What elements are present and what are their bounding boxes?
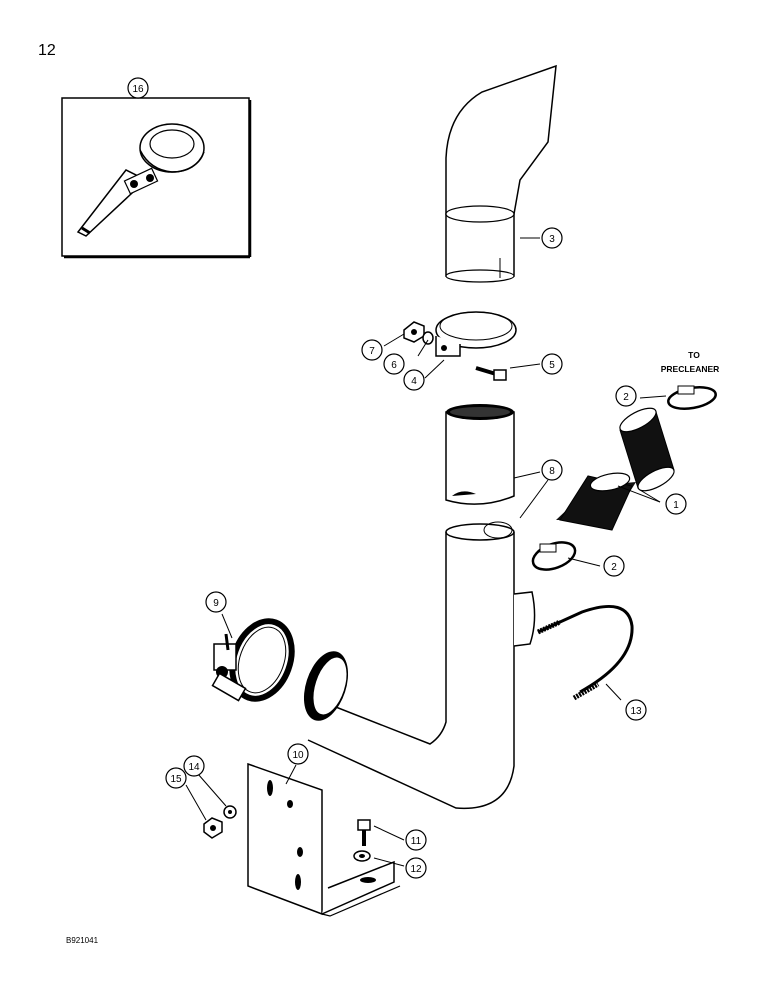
- v-band-clamp: [211, 618, 295, 702]
- upper-pipe-section: [445, 404, 515, 505]
- callout-14: 14: [183, 755, 205, 777]
- exhaust-stack-elbow: [445, 64, 557, 283]
- svg-text:14: 14: [188, 762, 200, 773]
- svg-text:1: 1: [673, 500, 679, 511]
- svg-text:5: 5: [549, 360, 555, 371]
- callout-4: 4: [403, 369, 425, 391]
- callout-9: 9: [205, 591, 227, 613]
- callout-1: 1: [665, 493, 687, 515]
- callout-10: 10: [287, 743, 309, 765]
- callout-15: 15: [165, 767, 187, 789]
- svg-text:4: 4: [411, 376, 417, 387]
- svg-text:10: 10: [292, 750, 304, 761]
- figure-code: B921041: [66, 936, 99, 945]
- inset-box-part-16: [61, 88, 252, 259]
- svg-text:9: 9: [213, 598, 219, 609]
- callout-16: 16: [127, 77, 149, 99]
- bracket-bolt-and-washer: [353, 819, 371, 862]
- svg-text:2: 2: [611, 562, 617, 573]
- svg-text:7: 7: [369, 346, 375, 357]
- callout-6: 6: [383, 353, 405, 375]
- svg-text:6: 6: [391, 360, 397, 371]
- callout-11: 11: [405, 829, 427, 851]
- callout-7: 7: [361, 339, 383, 361]
- mounting-bracket: [247, 762, 401, 917]
- rain-cap-icon: [76, 123, 205, 237]
- hoses: [556, 407, 675, 531]
- svg-text:8: 8: [549, 466, 555, 477]
- callout-12: 12: [405, 857, 427, 879]
- svg-text:2: 2: [623, 392, 629, 403]
- band-clamp: [435, 311, 517, 357]
- callout-2b: 2: [603, 555, 625, 577]
- callout-3: 3: [541, 227, 563, 249]
- callout-5: 5: [541, 353, 563, 375]
- bracket-nut-and-washer: [203, 805, 237, 839]
- callout-8: 8: [541, 459, 563, 481]
- hose-clamp-upper: [667, 385, 717, 410]
- page-number: 12: [38, 42, 56, 59]
- svg-text:16: 16: [132, 84, 144, 95]
- hose-clamp-lower: [531, 541, 577, 571]
- svg-text:3: 3: [549, 234, 555, 245]
- callout-13: 13: [625, 699, 647, 721]
- leader-lines: [185, 237, 667, 867]
- svg-text:15: 15: [170, 774, 182, 785]
- note-line-2: PRECLEANER: [661, 364, 720, 374]
- bolt: [475, 366, 507, 381]
- intake-pipe-main: [303, 521, 536, 810]
- svg-text:13: 13: [630, 706, 642, 717]
- svg-text:11: 11: [411, 836, 422, 847]
- callout-2a: 2: [615, 385, 637, 407]
- svg-text:12: 12: [410, 864, 422, 875]
- u-bolt: [536, 604, 634, 701]
- nut-and-washer: [403, 321, 434, 345]
- note-line-1: TO: [688, 350, 700, 360]
